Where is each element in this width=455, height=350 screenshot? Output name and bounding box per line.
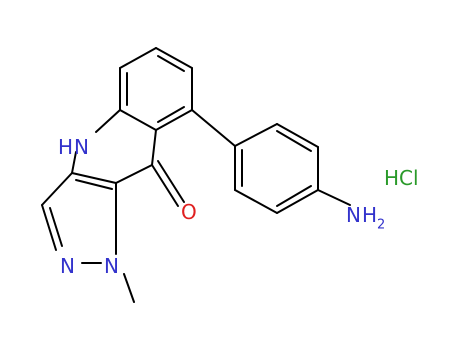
bond <box>71 151 77 174</box>
nh-hydrogen-label: H <box>58 135 73 159</box>
double-bond <box>276 185 312 207</box>
bond <box>119 47 157 69</box>
methyl-bond <box>123 273 135 303</box>
bond <box>155 47 193 69</box>
bond <box>276 189 319 214</box>
methyl-nitrogen-label: N <box>104 254 119 278</box>
bond <box>151 129 157 166</box>
double-bond <box>75 179 113 190</box>
bond <box>41 204 57 251</box>
bond <box>234 189 278 214</box>
hcl-salt-label: HCl <box>384 166 419 190</box>
bond <box>234 123 278 147</box>
bond <box>115 164 153 184</box>
nh-nitrogen-label: N <box>74 135 89 159</box>
pyrazole-nitrogen-label: N <box>60 254 75 278</box>
amine-nitrogen-label: N <box>346 203 361 227</box>
biaryl-bond <box>191 109 236 147</box>
amine-bond <box>317 189 351 206</box>
bond <box>276 123 319 148</box>
double-bond <box>157 106 185 123</box>
carbonyl-oxygen-label: O <box>181 200 197 224</box>
double-bond <box>49 207 63 247</box>
amine-subscript: 2 <box>377 218 385 233</box>
bond <box>95 109 121 133</box>
amine-hydrogen-label: H <box>362 203 377 227</box>
carbonyl-bond <box>151 164 179 207</box>
bond <box>155 109 193 131</box>
carbonyl-bond <box>157 160 185 203</box>
bond <box>41 172 73 206</box>
bond <box>71 172 117 184</box>
double-bond <box>157 55 185 72</box>
double-bond <box>276 130 312 152</box>
bond <box>119 109 157 131</box>
